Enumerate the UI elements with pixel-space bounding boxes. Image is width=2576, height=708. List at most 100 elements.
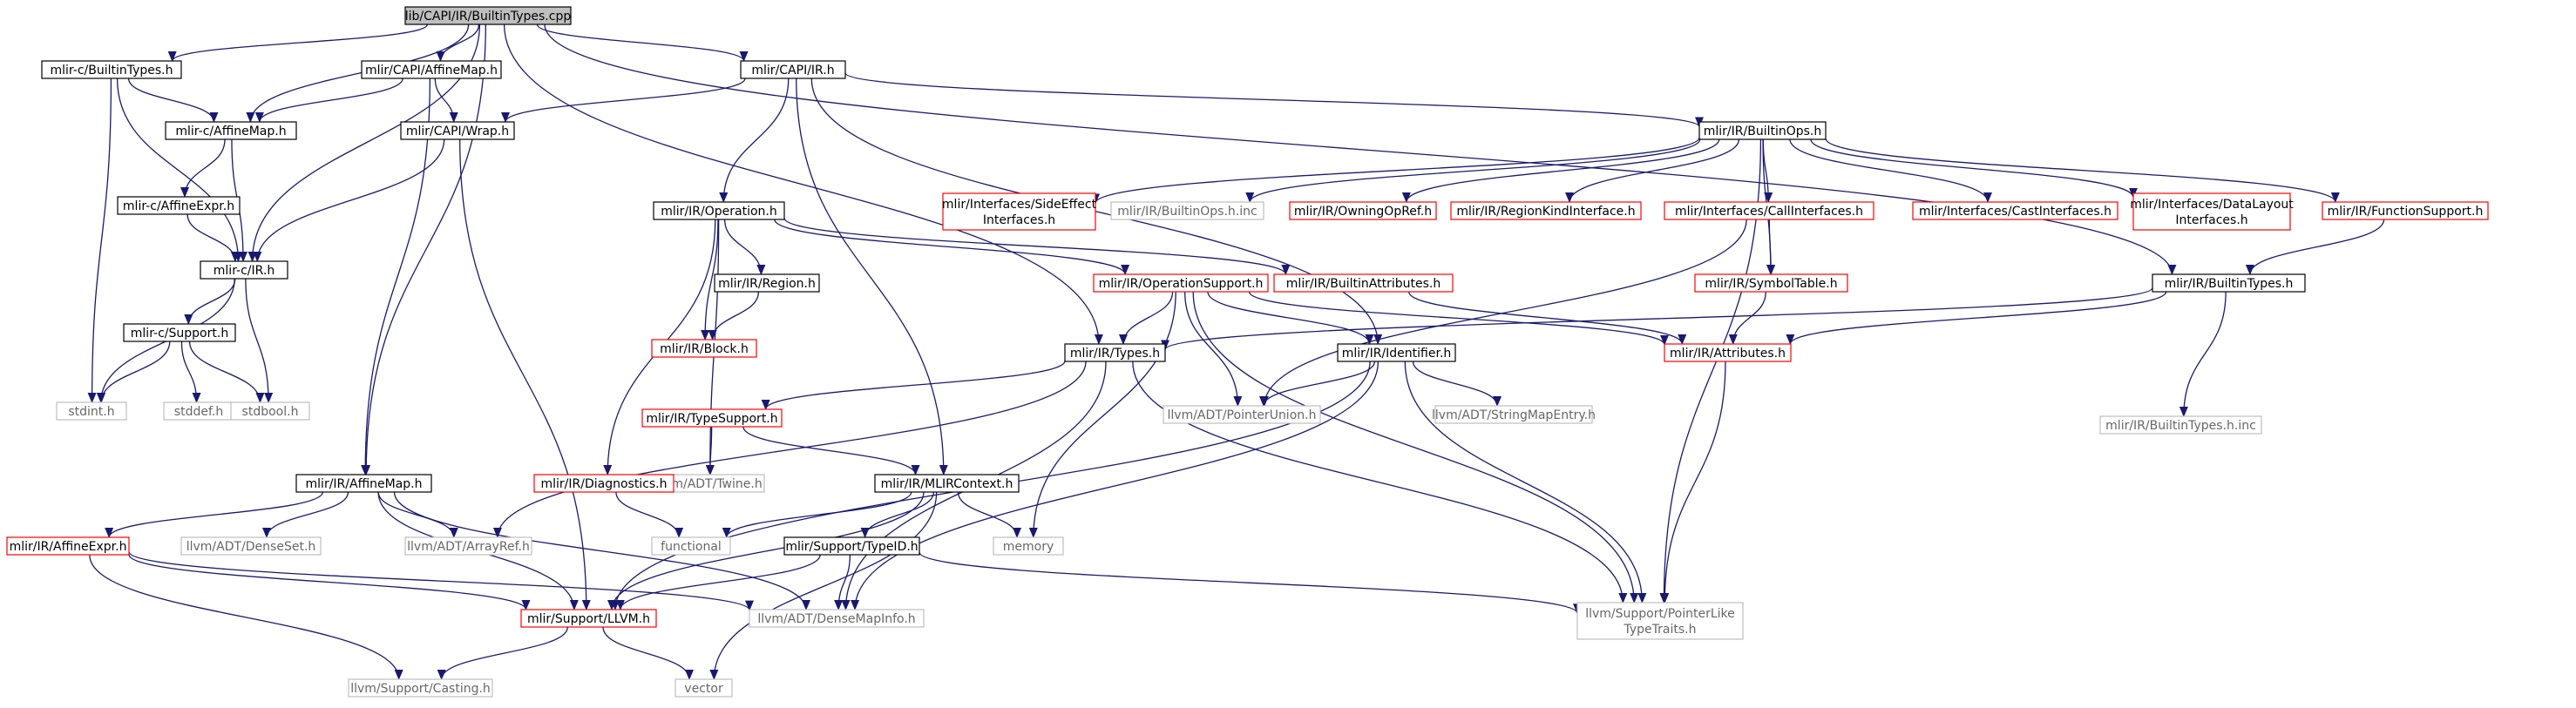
node-block[interactable]: mlir/IR/Block.h [651, 339, 757, 358]
node-builtinattrs[interactable]: mlir/IR/BuiltinAttributes.h [1273, 273, 1454, 293]
node-builtintypes_inc[interactable]: mlir/IR/BuiltinTypes.h.inc [2099, 415, 2262, 435]
edge-opsupport-to-identifier [1207, 291, 1374, 345]
node-affineexpr[interactable]: mlir/IR/AffineExpr.h [6, 536, 130, 556]
node-pointerunion[interactable]: llvm/ADT/PointerUnion.h [1163, 405, 1321, 424]
node-capi_wrap-label-0: mlir/CAPI/Wrap.h [406, 125, 509, 138]
node-types[interactable]: mlir/IR/Types.h [1064, 343, 1166, 362]
edge-opsupport-to-types [1118, 291, 1174, 345]
node-symboltable[interactable]: mlir/IR/SymbolTable.h [1694, 273, 1848, 293]
node-attributes-label-0: mlir/IR/Attributes.h [1670, 347, 1786, 361]
edge-operation-to-block [701, 219, 719, 341]
edge-root-to-ir_affinemap [362, 24, 486, 475]
node-densemapinfo[interactable]: llvm/ADT/DenseMapInfo.h [749, 609, 925, 628]
node-owningopref[interactable]: mlir/IR/OwningOpRef.h [1289, 201, 1437, 220]
node-c_affinemap-box [165, 121, 297, 140]
node-regionkind[interactable]: mlir/IR/RegionKindInterface.h [1450, 201, 1642, 220]
node-vector-label-0: vector [684, 682, 723, 696]
node-callinterfaces[interactable]: mlir/Interfaces/CallInterfaces.h [1664, 201, 1874, 220]
edge-builtinops-to-builtinops_inc [1245, 138, 1701, 203]
node-attributes[interactable]: mlir/IR/Attributes.h [1664, 343, 1792, 362]
node-operation-label-0: mlir/IR/Operation.h [661, 205, 776, 219]
node-c_ir[interactable]: mlir-c/IR.h [200, 260, 288, 280]
node-denseset[interactable]: llvm/ADT/DenseSet.h [180, 536, 322, 556]
node-typesupport[interactable]: mlir/IR/TypeSupport.h [641, 408, 783, 428]
node-layer: lib/CAPI/IR/BuiltinTypes.cpp mlir-c/Built… [6, 6, 2489, 698]
node-root-box [404, 6, 572, 25]
edge-c_builtintypes-to-c_affinemap [127, 78, 219, 123]
node-typeid[interactable]: mlir/Support/TypeID.h [783, 536, 920, 556]
node-functional[interactable]: functional [651, 536, 731, 556]
node-functionsupport[interactable]: mlir/IR/FunctionSupport.h [2322, 201, 2489, 220]
node-capi_ir[interactable]: mlir/CAPI/IR.h [740, 60, 846, 79]
edge-types-to-typesupport [761, 361, 1066, 410]
node-casting[interactable]: llvm/Support/Casting.h [348, 678, 493, 698]
edge-types-to-arrayref [492, 361, 1087, 538]
node-builtintypes_inc-box [2099, 415, 2262, 435]
node-c_support[interactable]: mlir-c/Support.h [123, 323, 236, 342]
edge-opsupport-to-attributes [1248, 291, 1669, 346]
edge-root-to-capi_affinemap [436, 24, 480, 62]
node-twine[interactable]: llvm/ADT/Twine.h [654, 474, 765, 493]
edge-root-to-c_builtintypes [167, 24, 428, 62]
node-sideeffect-box [942, 192, 1096, 231]
node-c_builtintypes[interactable]: mlir-c/BuiltinTypes.h [41, 60, 182, 79]
node-c_builtintypes-label-0: mlir-c/BuiltinTypes.h [50, 64, 173, 78]
node-sideeffect-label-0: mlir/Interfaces/SideEffect [942, 198, 1097, 212]
edge-c_ir-to-stdbool [245, 278, 274, 403]
edge-capi_ir-to-mlircontext [796, 78, 948, 475]
node-stddef[interactable]: stddef.h [163, 401, 234, 421]
node-region-box [714, 273, 820, 293]
node-builtinops_inc[interactable]: mlir/IR/BuiltinOps.h.inc [1110, 201, 1264, 220]
node-operation[interactable]: mlir/IR/Operation.h [653, 201, 785, 220]
edge-types-to-pointerlike [1132, 361, 1628, 603]
node-builtinops[interactable]: mlir/IR/BuiltinOps.h [1698, 121, 1827, 140]
node-builtintypes[interactable]: mlir/IR/BuiltinTypes.h [2152, 273, 2306, 293]
node-types-label-0: mlir/IR/Types.h [1070, 347, 1160, 361]
node-root[interactable]: lib/CAPI/IR/BuiltinTypes.cpp [404, 6, 572, 25]
edge-typesupport-to-twine [705, 426, 715, 475]
node-memory[interactable]: memory [993, 536, 1064, 556]
node-diagnostics[interactable]: mlir/IR/Diagnostics.h [533, 474, 675, 493]
node-c_affinemap[interactable]: mlir-c/AffineMap.h [165, 121, 297, 140]
node-affineexpr-box [6, 536, 130, 556]
node-stringmapentry[interactable]: llvm/ADT/StringMapEntry.h [1432, 405, 1596, 424]
node-capi_wrap[interactable]: mlir/CAPI/Wrap.h [400, 121, 515, 140]
node-ir_affinemap[interactable]: mlir/IR/AffineMap.h [295, 474, 432, 493]
node-memory-label-0: memory [1003, 540, 1054, 554]
edge-identifier-to-pointerlike [1404, 361, 1647, 603]
node-operation-box [653, 201, 785, 220]
node-symboltable-label-0: mlir/IR/SymbolTable.h [1705, 277, 1837, 291]
node-c_affineexpr[interactable]: mlir-c/AffineExpr.h [117, 196, 241, 215]
node-builtintypes-box [2152, 273, 2306, 293]
node-stdbool[interactable]: stdbool.h [230, 401, 310, 421]
node-memory-box [993, 536, 1064, 556]
node-vector[interactable]: vector [675, 678, 733, 698]
edge-diagnostics-to-functional [615, 491, 684, 538]
node-castinterfaces[interactable]: mlir/Interfaces/CastInterfaces.h [1912, 201, 2118, 220]
node-capi_affinemap[interactable]: mlir/CAPI/AffineMap.h [361, 60, 502, 79]
node-c_support-box [123, 323, 236, 342]
edge-mlircontext-to-typeid [860, 491, 935, 538]
node-stringmapentry-label-0: llvm/ADT/StringMapEntry.h [1432, 408, 1596, 422]
node-vector-box [675, 678, 733, 698]
node-stdint[interactable]: stdint.h [56, 401, 127, 421]
edge-opsupport-to-pointerunion [1183, 291, 1243, 407]
node-arrayref[interactable]: llvm/ADT/ArrayRef.h [404, 536, 532, 556]
node-support_llvm[interactable]: mlir/Support/LLVM.h [520, 609, 657, 628]
node-callinterfaces-label-0: mlir/Interfaces/CallInterfaces.h [1675, 205, 1863, 219]
edge-operation-to-builtinattrs [783, 218, 1291, 275]
edge-affineexpr-to-support_llvm [128, 554, 531, 610]
node-region[interactable]: mlir/IR/Region.h [714, 273, 820, 293]
node-c_ir-label-0: mlir-c/IR.h [214, 264, 275, 278]
node-support_llvm-box [520, 609, 657, 628]
node-identifier[interactable]: mlir/IR/Identifier.h [1337, 343, 1456, 362]
node-mlircontext[interactable]: mlir/IR/MLIRContext.h [874, 474, 1020, 493]
node-capi_wrap-box [400, 121, 515, 140]
node-pointerunion-box [1163, 405, 1321, 424]
node-opsupport[interactable]: mlir/IR/OperationSupport.h [1093, 273, 1269, 293]
edge-builtinops-to-sideeffect [1091, 137, 1700, 205]
edge-identifier-to-pointerunion [1259, 361, 1376, 407]
